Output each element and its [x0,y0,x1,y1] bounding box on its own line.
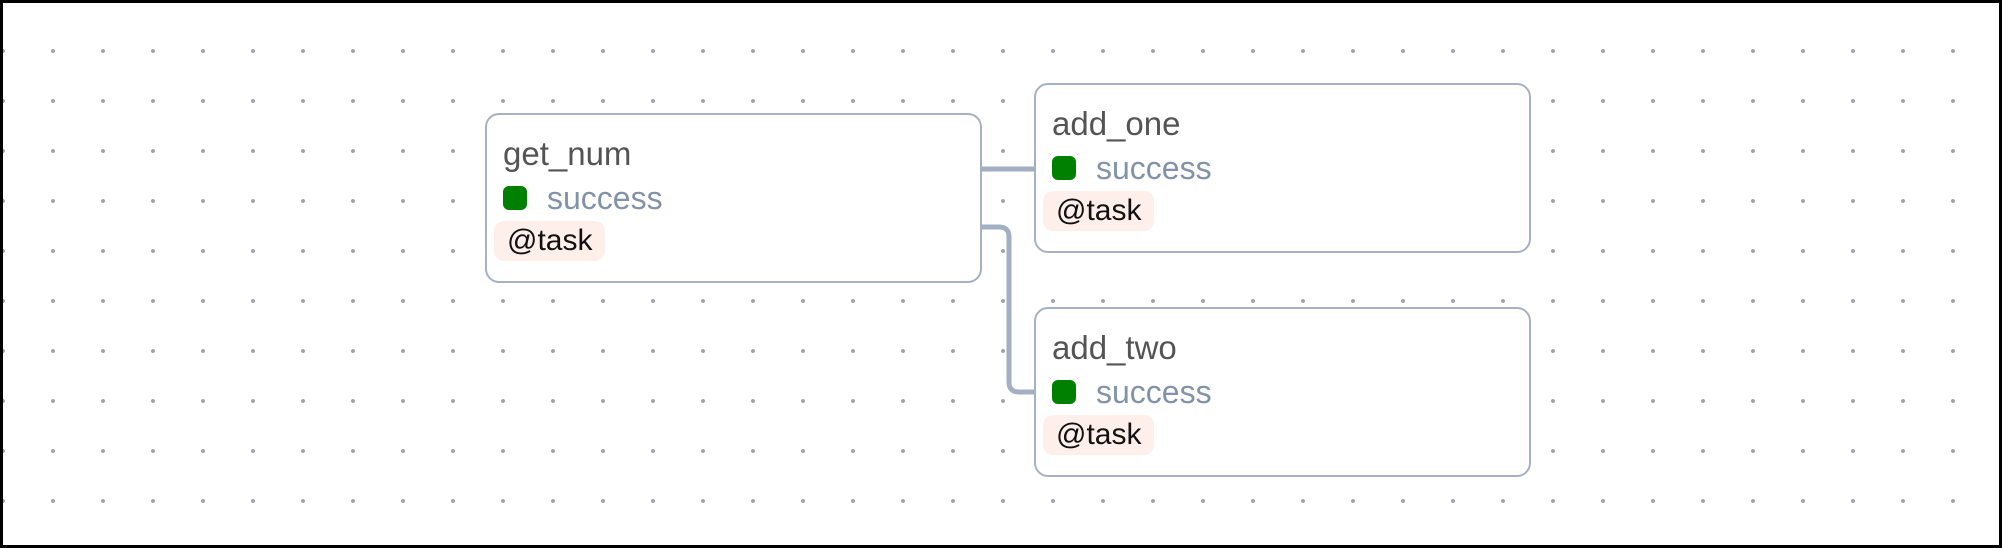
task-status-row: success [1052,150,1513,186]
task-status-label: success [1096,373,1212,410]
edge-get_num-add_two [980,224,1034,395]
success-status-icon [1052,380,1076,404]
success-status-icon [503,186,527,210]
task-title: add_one [1052,105,1181,142]
success-status-icon [1052,156,1076,180]
edges-layer [980,166,1034,395]
task-status-label: success [547,179,663,216]
task-decorator-badge: @task [1043,191,1155,231]
task-node-get_num[interactable]: get_num success @task [485,113,982,283]
task-decorator-badge: @task [1043,415,1155,455]
task-title: add_two [1052,329,1177,366]
task-node-add_two[interactable]: add_two success @task [1034,307,1531,477]
task-decorator-badge: @task [494,221,606,261]
task-status-label: success [1096,149,1212,186]
task-status-row: success [503,180,964,216]
task-status-row: success [1052,374,1513,410]
task-title: get_num [503,135,632,172]
task-node-add_one[interactable]: add_one success @task [1034,83,1531,253]
